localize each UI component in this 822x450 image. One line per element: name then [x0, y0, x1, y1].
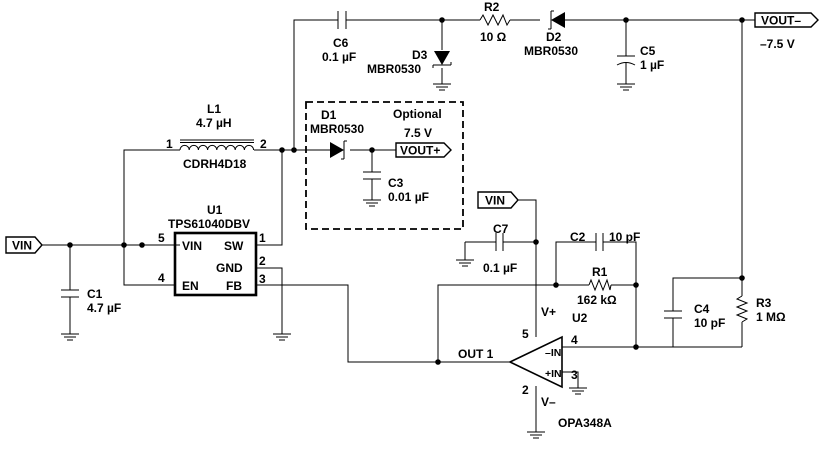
r2-ref: R2: [484, 0, 500, 14]
svg-text:3: 3: [259, 272, 266, 286]
c4-value: 10 pF: [694, 316, 725, 330]
d1-diode: [330, 140, 347, 160]
c1-ref: C1: [87, 287, 103, 301]
d3-diode: [432, 51, 452, 91]
r3-ref: R3: [756, 296, 772, 310]
d2-part: MBR0530: [524, 44, 578, 58]
svg-text:FB: FB: [226, 279, 242, 293]
u2-out-label: OUT 1: [458, 347, 494, 361]
d1-ref: D1: [321, 108, 337, 122]
r3-resistor: [735, 295, 749, 323]
optional-box: [305, 101, 464, 230]
junction-dots: [67, 17, 745, 365]
svg-text:GND: GND: [216, 261, 243, 275]
wires: [42, 19, 755, 432]
svg-text:5: 5: [158, 231, 165, 245]
svg-text:2: 2: [259, 254, 266, 268]
svg-text:VOUT+: VOUT+: [400, 144, 440, 158]
svg-text:VIN: VIN: [12, 239, 32, 253]
u2-pin3: 3: [571, 368, 578, 382]
u2-ref: U2: [572, 311, 588, 325]
c3-value: 0.01 µF: [388, 190, 429, 204]
l1-part: CDRH4D18: [183, 157, 247, 171]
c4-capacitor: [664, 310, 682, 319]
u1-part: TPS61040DBV: [168, 217, 250, 231]
c3-ref: C3: [388, 176, 404, 190]
svg-text:VOUT–: VOUT–: [761, 14, 801, 28]
svg-text:VIN: VIN: [485, 194, 505, 208]
c2-capacitor: [595, 233, 604, 251]
vin-supply-flag: VIN: [477, 191, 519, 209]
r1-ref: R1: [592, 265, 608, 279]
u1-ref: U1: [207, 203, 223, 217]
c5-capacitor: [616, 55, 636, 91]
svg-text:4: 4: [158, 271, 165, 285]
l1-ref: L1: [207, 102, 221, 116]
u2-pin4: 4: [571, 333, 578, 347]
vin-input-flag: VIN: [5, 236, 43, 254]
c1-value: 4.7 µF: [87, 301, 121, 315]
c7-value: 0.1 µF: [483, 261, 517, 275]
svg-text:SW: SW: [224, 239, 244, 253]
c6-ref: C6: [333, 36, 349, 50]
d3-ref: D3: [412, 48, 428, 62]
c2-value: 10 pF: [609, 230, 640, 244]
c5-ref: C5: [640, 44, 656, 58]
u2-part: OPA348A: [558, 416, 612, 430]
c7-ref: C7: [493, 222, 509, 236]
d2-ref: D2: [546, 30, 562, 44]
c1-capacitor: [60, 289, 80, 341]
r1-resistor: [588, 278, 612, 292]
optional-voltage: 7.5 V: [404, 126, 432, 140]
u1-ground-icon: [272, 333, 292, 341]
d2-diode: [548, 10, 565, 30]
r3-value: 1 MΩ: [756, 310, 786, 324]
l1-inductor: [179, 139, 255, 151]
l1-pin1: 1: [166, 137, 173, 151]
svg-text:+IN: +IN: [545, 368, 562, 380]
l1-value: 4.7 µH: [196, 116, 232, 130]
r2-value: 10 Ω: [480, 30, 507, 44]
r2-resistor: [479, 13, 511, 27]
c6-capacitor: [337, 11, 347, 29]
u1-ic: VIN SW GND EN FB 1 2 3 5 4: [158, 231, 266, 297]
u2-pin5: 5: [522, 327, 529, 341]
svg-text:VIN: VIN: [182, 239, 202, 253]
c4-ref: C4: [694, 302, 710, 316]
r1-value: 162 kΩ: [577, 293, 617, 307]
d1-part: MBR0530: [310, 122, 364, 136]
u2-pin2: 2: [522, 383, 529, 397]
svg-text:1: 1: [259, 231, 266, 245]
u2-opamp: –IN +IN: [508, 335, 588, 439]
c7-capacitor: [455, 233, 504, 267]
c2-ref: C2: [570, 230, 586, 244]
u2-vminus-label: V–: [541, 395, 556, 409]
d3-part: MBR0530: [367, 62, 421, 76]
c5-value: 1 µF: [640, 58, 664, 72]
svg-text:–IN: –IN: [545, 347, 561, 359]
vout-negative-value: –7.5 V: [760, 37, 795, 51]
u2-vplus-label: V+: [541, 305, 556, 319]
c6-value: 0.1 µF: [322, 50, 356, 64]
c3-capacitor: [362, 171, 382, 207]
l1-pin2: 2: [260, 137, 267, 151]
vout-positive-flag: VOUT+: [395, 142, 452, 158]
svg-text:EN: EN: [182, 279, 199, 293]
optional-label: Optional: [393, 107, 442, 121]
vout-negative-flag: VOUT–: [754, 12, 819, 28]
